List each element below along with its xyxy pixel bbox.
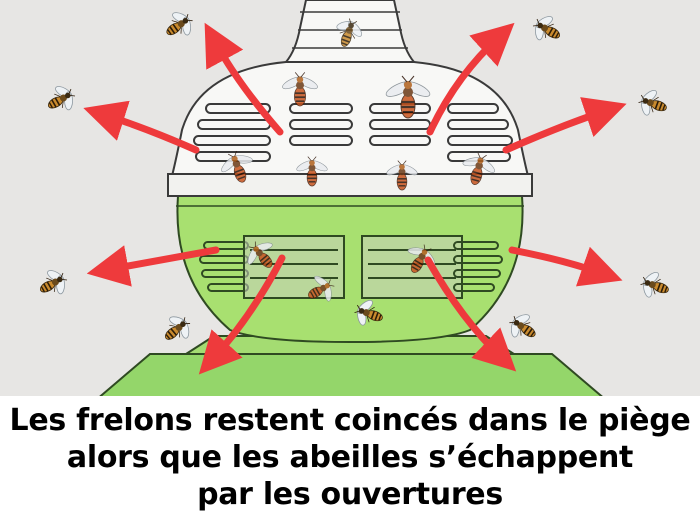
caption: Les frelons restent coincés dans le pièg… [0,396,700,525]
caption-line: par les ouvertures [0,476,700,513]
caption-line: Les frelons restent coincés dans le pièg… [0,402,700,439]
trap-illustration [0,0,700,400]
caption-line: alors que les abeilles s’échappent [0,439,700,476]
